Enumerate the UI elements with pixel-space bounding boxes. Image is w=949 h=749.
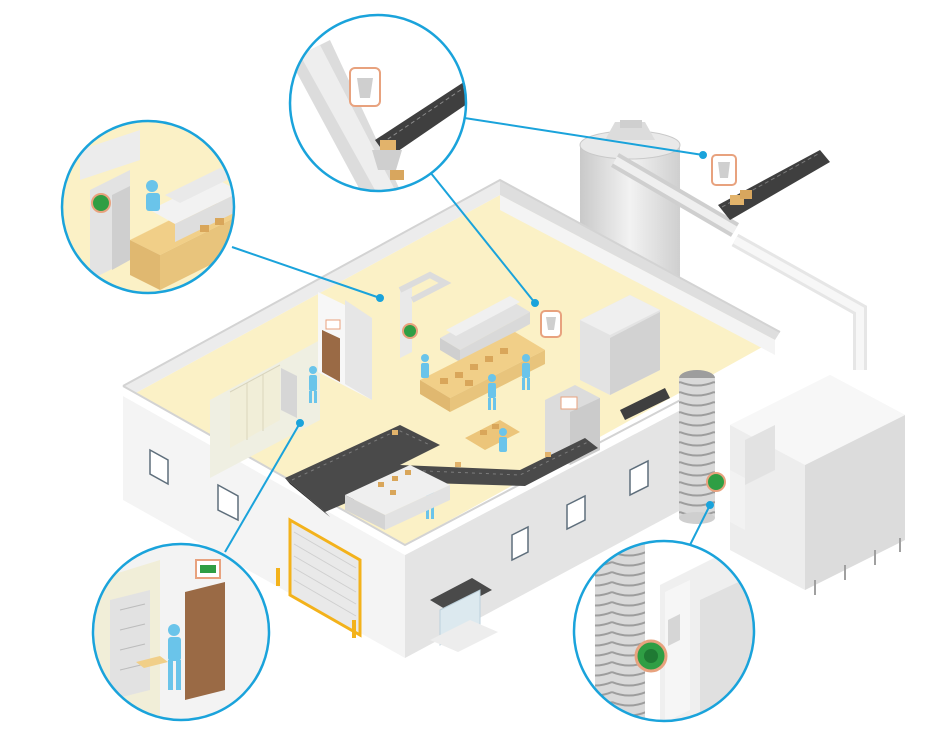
worker-icon (309, 366, 317, 403)
crate-table (420, 332, 545, 450)
packaging-machine (398, 271, 530, 362)
hopper-icon (711, 154, 737, 186)
conveyor-outside (718, 150, 830, 220)
sensor-icon (402, 323, 418, 339)
rolling-door-icon (276, 517, 362, 638)
conveyor-icon (285, 425, 598, 530)
callout-packaging-machine (60, 119, 236, 295)
callout-silo-conveyor (288, 13, 468, 193)
dust-collector-icon (730, 375, 905, 595)
storage-room (210, 292, 372, 478)
callout-storage-room-door (91, 542, 271, 722)
callout-lines (224, 116, 714, 553)
sensor-icon (706, 472, 726, 492)
hopper-icon (540, 310, 562, 338)
entrance-canopy-icon (430, 578, 498, 652)
sensor-icon (91, 193, 111, 213)
window (149, 448, 649, 562)
hopper-icon (349, 67, 381, 107)
spiral-duct-icon (679, 370, 715, 524)
callout-dust-collector-duct (572, 539, 756, 723)
